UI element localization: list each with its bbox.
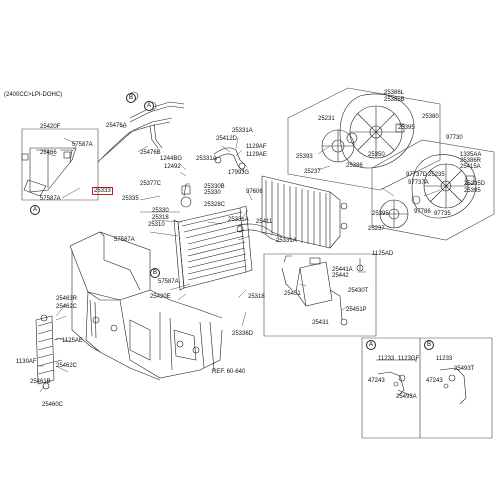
part-label-25235[interactable]: 25235 xyxy=(428,172,445,178)
part-label-25493T[interactable]: 25493T xyxy=(454,366,475,372)
part-label-25331A-right2[interactable]: 25331A xyxy=(276,238,297,244)
lower-radiator-hose xyxy=(236,223,283,243)
part-label-25235D[interactable]: 25235D xyxy=(464,181,486,187)
part-label-11233-b[interactable]: 11233 xyxy=(436,356,453,362)
part-label-25330B[interactable]: 25330B xyxy=(204,184,225,190)
part-label-1129AF[interactable]: 1129AF xyxy=(246,144,267,150)
callout-a-top: A xyxy=(144,101,154,111)
part-label-1123GF[interactable]: 1123GF xyxy=(398,356,420,362)
part-label-25395[interactable]: 25395 xyxy=(398,125,415,131)
part-label-25415A[interactable]: 25415A xyxy=(460,164,481,170)
part-label-97737D[interactable]: 97737D xyxy=(406,172,428,178)
part-label-25462C[interactable]: 25462C xyxy=(56,304,78,310)
callout-b-top: B xyxy=(126,93,136,103)
part-label-25331A-top[interactable]: 25331A xyxy=(232,128,253,134)
part-label-25237-right[interactable]: 25237 xyxy=(368,226,385,232)
part-label-97735[interactable]: 97735 xyxy=(434,211,451,217)
part-label-25412D[interactable]: 25412D xyxy=(216,136,238,142)
part-label-1244BG[interactable]: 1244BG xyxy=(160,156,183,162)
part-label-25451[interactable]: 25451 xyxy=(284,291,301,297)
upper-radiator-hose xyxy=(213,147,247,173)
oil-cooler-assembly-box xyxy=(21,128,99,201)
cooler-hoses xyxy=(97,91,185,163)
callout-b-detail: B xyxy=(424,340,434,350)
part-label-25386[interactable]: 25386 xyxy=(346,163,363,169)
part-label-25411[interactable]: 25411 xyxy=(256,219,273,225)
part-label-47243-a[interactable]: 47243 xyxy=(368,378,385,384)
part-label-25330-mid[interactable]: 25330 xyxy=(152,208,169,214)
part-label-25331A-mid[interactable]: 25331A xyxy=(196,156,217,162)
part-label-97730[interactable]: 97730 xyxy=(446,135,463,141)
part-label-25377C[interactable]: 25377C xyxy=(140,181,162,187)
part-label-97737A[interactable]: 97737A xyxy=(408,180,429,186)
ac-condenser xyxy=(261,175,348,249)
part-label-25395-right[interactable]: 25395 xyxy=(464,188,481,194)
part-label-57587A-left[interactable]: 57587A xyxy=(40,196,61,202)
part-label-25231[interactable]: 25231 xyxy=(318,116,335,122)
part-label-25420F[interactable]: 25420F xyxy=(40,124,61,130)
part-label-57587A-mid[interactable]: 57587A xyxy=(114,237,135,243)
part-label-25430T[interactable]: 25430T xyxy=(348,288,369,294)
detail-box-bracket xyxy=(361,337,493,439)
part-label-97786[interactable]: 97786 xyxy=(414,209,431,215)
callout-a-detail: A xyxy=(366,340,376,350)
coolant-reservoir-box xyxy=(263,253,377,337)
part-label-25431[interactable]: 25431 xyxy=(312,320,329,326)
part-label-1125AE[interactable]: 1125AE xyxy=(62,338,83,344)
part-label-25328C[interactable]: 25328C xyxy=(204,202,226,208)
part-label-26466[interactable]: 26466 xyxy=(40,150,57,156)
part-label-25386R[interactable]: 25386R xyxy=(460,158,482,164)
callout-b-frame: B xyxy=(150,268,160,278)
part-label-25310[interactable]: 25310 xyxy=(148,222,165,228)
part-label-1130AF[interactable]: 1130AF xyxy=(16,359,37,365)
part-label-25335[interactable]: 25335 xyxy=(122,196,139,202)
part-label-25386L[interactable]: 25386L xyxy=(384,90,405,96)
part-label-1335AA[interactable]: 1335AA xyxy=(460,152,482,158)
part-label-1129AE[interactable]: 1129AE xyxy=(246,152,267,158)
radiator xyxy=(173,183,253,291)
part-label-25462C-low[interactable]: 25462C xyxy=(56,363,78,369)
leader-lines xyxy=(38,125,441,393)
part-label-12492[interactable]: 12492 xyxy=(164,164,181,170)
callout-a-left: A xyxy=(30,205,40,215)
fan-shroud-box-secondary xyxy=(371,139,495,241)
part-label-11233-a[interactable]: 11233 xyxy=(378,356,395,362)
part-label-25318-low[interactable]: 25318 xyxy=(248,294,265,300)
part-label-25385B[interactable]: 25385B xyxy=(384,97,405,103)
part-label-25350[interactable]: 25350 xyxy=(368,152,385,158)
engine-variant-note: (2400CC>LPI-DOHC) xyxy=(4,92,63,98)
part-label-25380[interactable]: 25380 xyxy=(422,114,439,120)
part-label-25476A[interactable]: 25476A xyxy=(106,123,127,129)
part-label-25395-right2[interactable]: 25395 xyxy=(372,211,389,217)
part-label-25442[interactable]: 25442 xyxy=(332,273,349,279)
part-label-47243-b[interactable]: 47243 xyxy=(426,378,443,384)
part-label-97606[interactable]: 97606 xyxy=(246,189,263,195)
part-label-25420E[interactable]: 25420E xyxy=(150,294,171,300)
part-label-25476B[interactable]: 25476B xyxy=(140,150,161,156)
part-label-25318[interactable]: 25318 xyxy=(152,215,169,221)
part-label-25493A[interactable]: 25493A xyxy=(396,394,417,400)
part-label-25463R[interactable]: 25463R xyxy=(56,296,78,302)
part-label-25336D[interactable]: 25336D xyxy=(232,331,254,337)
part-label-25393[interactable]: 25393 xyxy=(296,154,313,160)
part-label-1799JG[interactable]: 1799JG xyxy=(228,170,250,176)
part-label-25460C[interactable]: 25460C xyxy=(42,402,64,408)
part-label-25333-highlighted[interactable]: 25333 xyxy=(92,187,113,195)
part-label-25461B[interactable]: 25461B xyxy=(30,379,51,385)
part-label-25441A[interactable]: 25441A xyxy=(332,267,353,273)
reference-label: REF. 60-640 xyxy=(212,369,246,375)
transmission-oil-cooler xyxy=(35,314,63,390)
part-label-1125AD[interactable]: 1125AD xyxy=(372,251,394,257)
part-label-57587A-low[interactable]: 57587A xyxy=(158,279,179,285)
front-end-module xyxy=(69,231,223,381)
part-label-57587A-top[interactable]: 57587A xyxy=(72,142,93,148)
part-label-25331A-right[interactable]: 25331A xyxy=(228,217,249,223)
part-label-25451P[interactable]: 25451P xyxy=(346,307,367,313)
part-label-25330[interactable]: 25330 xyxy=(204,190,221,196)
part-label-25237[interactable]: 25237 xyxy=(304,169,321,175)
